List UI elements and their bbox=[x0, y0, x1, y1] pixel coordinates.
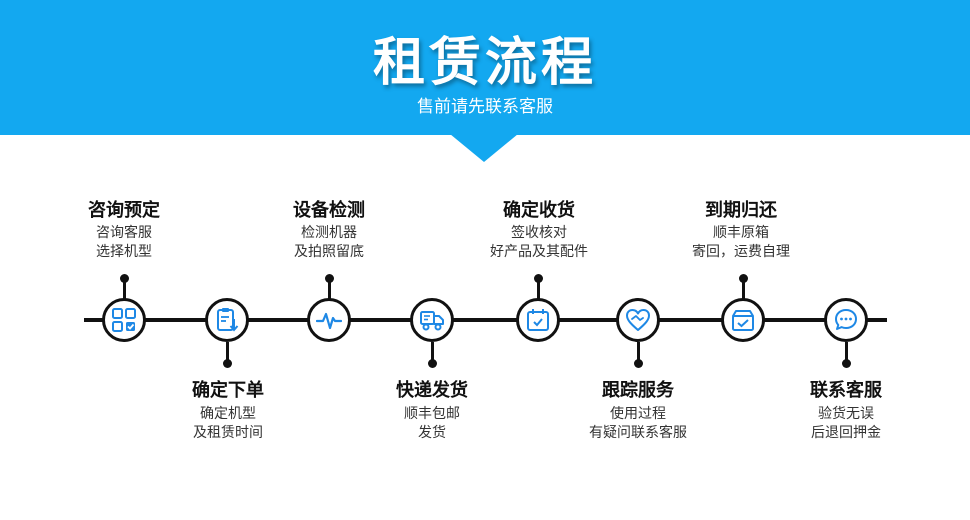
grid-check-icon bbox=[112, 308, 136, 332]
step-6-desc: 使用过程 有疑问联系客服 bbox=[589, 406, 687, 441]
banner-pointer bbox=[450, 134, 518, 162]
step-2-dot bbox=[223, 359, 232, 368]
step-1-node bbox=[102, 298, 146, 342]
step-8-title: 联系客服 bbox=[810, 380, 882, 401]
step-5-stem bbox=[537, 278, 540, 300]
step-4-desc: 顺丰包邮 发货 bbox=[404, 406, 460, 441]
step-1-desc: 咨询客服 选择机型 bbox=[96, 225, 152, 260]
header-banner: 租赁流程 售前请先联系客服 bbox=[0, 0, 970, 135]
step-2-node bbox=[205, 298, 249, 342]
step-7-stem bbox=[742, 278, 745, 300]
step-8-stem bbox=[845, 342, 848, 364]
box-check-icon bbox=[732, 310, 754, 331]
step-2-desc: 确定机型 及租赁时间 bbox=[193, 406, 263, 441]
step-8-desc: 验货无误 后退回押金 bbox=[811, 406, 881, 441]
step-6-title: 跟踪服务 bbox=[602, 380, 674, 401]
calendar-check-icon bbox=[527, 309, 549, 331]
chat-bubbles-icon bbox=[835, 309, 857, 330]
step-4-title: 快递发货 bbox=[396, 380, 468, 401]
step-7-node bbox=[721, 298, 765, 342]
step-3-title: 设备检测 bbox=[293, 200, 365, 221]
step-3-desc: 检测机器 及拍照留底 bbox=[294, 225, 364, 260]
step-5-desc: 签收核对 好产品及其配件 bbox=[490, 225, 588, 260]
step-5-title: 确定收货 bbox=[503, 200, 575, 221]
pulse-icon bbox=[316, 312, 342, 330]
clipboard-download-icon bbox=[217, 308, 239, 332]
step-6-node bbox=[616, 298, 660, 342]
handshake-heart-icon bbox=[626, 309, 650, 331]
step-2-title: 确定下单 bbox=[192, 380, 264, 401]
step-6-dot bbox=[634, 359, 643, 368]
delivery-truck-icon bbox=[420, 311, 444, 331]
step-4-dot bbox=[428, 359, 437, 368]
step-1-stem bbox=[123, 278, 126, 300]
step-2-stem bbox=[226, 342, 229, 364]
timeline-line bbox=[84, 318, 887, 322]
page-title: 租赁流程 bbox=[372, 33, 597, 93]
step-8-node bbox=[824, 298, 868, 342]
step-3-node bbox=[307, 298, 351, 342]
step-6-stem bbox=[637, 342, 640, 364]
step-7-desc: 顺丰原箱 寄回，运费自理 bbox=[692, 225, 790, 260]
step-5-node bbox=[516, 298, 560, 342]
step-1-title: 咨询预定 bbox=[88, 200, 160, 221]
step-8-dot bbox=[842, 359, 851, 368]
step-7-title: 到期归还 bbox=[705, 200, 777, 221]
step-4-node bbox=[410, 298, 454, 342]
page-subtitle: 售前请先联系客服 bbox=[417, 97, 553, 117]
step-4-stem bbox=[431, 342, 434, 364]
step-3-stem bbox=[328, 278, 331, 300]
